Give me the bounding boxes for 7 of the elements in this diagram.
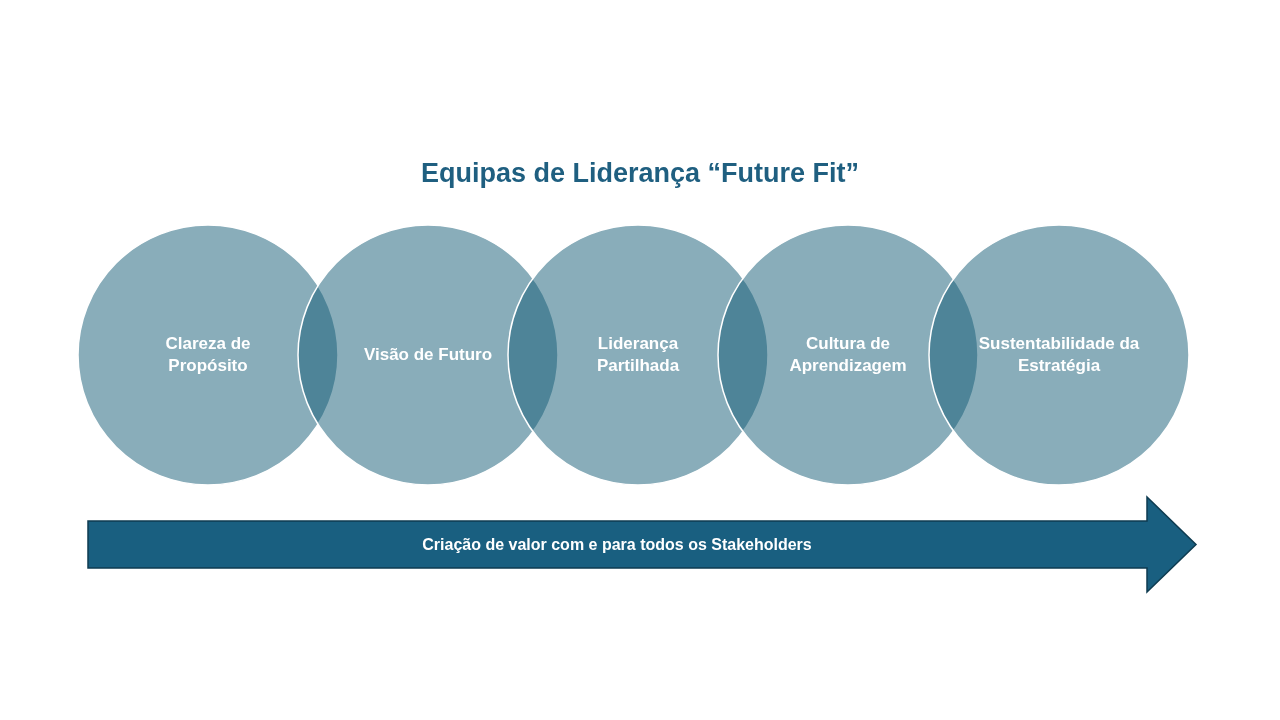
circle-label: Sustentabilidade da Estratégia [977, 333, 1141, 377]
circle-label: Clareza de Propósito [164, 333, 252, 377]
title: Equipas de Liderança “Future Fit” [419, 158, 861, 189]
circle-label: Visão de Futuro [363, 344, 493, 366]
circle-label: Cultura de Aprendizagem [788, 333, 908, 377]
circle-label: Liderança Partilhada [595, 333, 681, 377]
arrow-label: Criação de valor com e para todos os Stakeholders [422, 534, 812, 555]
